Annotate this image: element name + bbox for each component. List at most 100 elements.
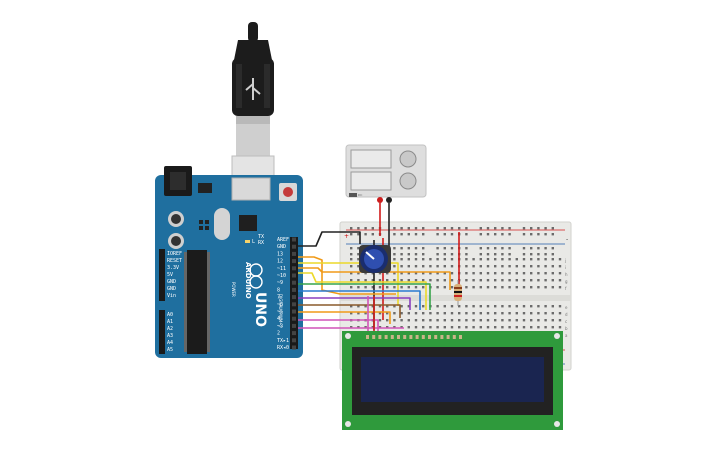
breadboard-hole[interactable] bbox=[558, 258, 562, 261]
digital-pin[interactable] bbox=[292, 266, 296, 271]
breadboard-hole[interactable] bbox=[486, 258, 490, 261]
breadboard-hole[interactable] bbox=[537, 265, 540, 268]
breadboard-hole[interactable] bbox=[443, 227, 446, 230]
breadboard-hole[interactable] bbox=[458, 305, 461, 308]
breadboard-hole[interactable] bbox=[494, 233, 497, 236]
breadboard-hole[interactable] bbox=[436, 312, 439, 315]
breadboard-hole[interactable] bbox=[465, 286, 468, 289]
breadboard-hole[interactable] bbox=[414, 305, 418, 308]
breadboard-hole[interactable] bbox=[429, 326, 432, 329]
breadboard-hole[interactable] bbox=[494, 247, 497, 250]
breadboard-hole[interactable] bbox=[465, 272, 468, 275]
breadboard-hole[interactable] bbox=[443, 265, 446, 268]
lcd-pin[interactable] bbox=[440, 335, 444, 339]
breadboard-hole[interactable] bbox=[465, 305, 468, 308]
breadboard-hole[interactable] bbox=[371, 279, 374, 282]
breadboard-hole[interactable] bbox=[436, 258, 439, 261]
breadboard-hole[interactable] bbox=[414, 233, 418, 236]
breadboard-hole[interactable] bbox=[436, 326, 439, 329]
breadboard-hole[interactable] bbox=[436, 247, 439, 250]
breadboard-hole[interactable] bbox=[364, 227, 367, 230]
breadboard-hole[interactable] bbox=[429, 265, 432, 268]
breadboard-hole[interactable] bbox=[443, 279, 446, 282]
breadboard-hole[interactable] bbox=[450, 286, 454, 289]
breadboard-hole[interactable] bbox=[378, 312, 382, 315]
breadboard-hole[interactable] bbox=[551, 227, 554, 230]
breadboard-hole[interactable] bbox=[551, 279, 554, 282]
breadboard-hole[interactable] bbox=[522, 319, 526, 322]
breadboard-hole[interactable] bbox=[551, 247, 554, 250]
breadboard-hole[interactable] bbox=[465, 265, 468, 268]
breadboard-hole[interactable] bbox=[486, 247, 490, 250]
breadboard-hole[interactable] bbox=[350, 279, 353, 282]
breadboard-hole[interactable] bbox=[443, 253, 446, 256]
breadboard-hole[interactable] bbox=[450, 247, 454, 250]
breadboard-hole[interactable] bbox=[544, 233, 547, 236]
breadboard-hole[interactable] bbox=[508, 253, 511, 256]
breadboard-hole[interactable] bbox=[407, 258, 410, 261]
breadboard-hole[interactable] bbox=[465, 312, 468, 315]
breadboard-hole[interactable] bbox=[515, 272, 518, 275]
breadboard-hole[interactable] bbox=[508, 227, 511, 230]
breadboard-hole[interactable] bbox=[371, 286, 374, 289]
breadboard-hole[interactable] bbox=[544, 312, 547, 315]
breadboard-hole[interactable] bbox=[486, 286, 490, 289]
breadboard-hole[interactable] bbox=[350, 227, 353, 230]
breadboard-hole[interactable] bbox=[522, 258, 526, 261]
breadboard-hole[interactable] bbox=[400, 258, 403, 261]
breadboard-hole[interactable] bbox=[386, 286, 389, 289]
breadboard-hole[interactable] bbox=[350, 233, 353, 236]
breadboard-hole[interactable] bbox=[515, 279, 518, 282]
lcd-pin[interactable] bbox=[384, 335, 388, 339]
lcd-pin[interactable] bbox=[403, 335, 407, 339]
breadboard-hole[interactable] bbox=[429, 258, 432, 261]
breadboard-hole[interactable] bbox=[350, 265, 353, 268]
breadboard-hole[interactable] bbox=[551, 272, 554, 275]
breadboard-hole[interactable] bbox=[378, 272, 382, 275]
breadboard-hole[interactable] bbox=[357, 279, 360, 282]
breadboard-hole[interactable] bbox=[422, 253, 425, 256]
breadboard-hole[interactable] bbox=[386, 319, 389, 322]
breadboard-hole[interactable] bbox=[486, 326, 490, 329]
digital-pin[interactable] bbox=[292, 295, 296, 300]
breadboard-hole[interactable] bbox=[350, 247, 353, 250]
breadboard-hole[interactable] bbox=[371, 227, 374, 230]
breadboard-hole[interactable] bbox=[494, 272, 497, 275]
breadboard-hole[interactable] bbox=[558, 319, 562, 322]
breadboard-hole[interactable] bbox=[551, 319, 554, 322]
breadboard-hole[interactable] bbox=[414, 312, 418, 315]
breadboard-hole[interactable] bbox=[450, 265, 454, 268]
breadboard-hole[interactable] bbox=[515, 286, 518, 289]
breadboard-hole[interactable] bbox=[414, 319, 418, 322]
breadboard-hole[interactable] bbox=[551, 258, 554, 261]
digital-pin[interactable] bbox=[292, 338, 296, 343]
breadboard-hole[interactable] bbox=[558, 326, 562, 329]
breadboard-hole[interactable] bbox=[486, 312, 490, 315]
breadboard-hole[interactable] bbox=[472, 265, 475, 268]
breadboard-hole[interactable] bbox=[522, 312, 526, 315]
digital-pin[interactable] bbox=[292, 287, 296, 292]
breadboard-hole[interactable] bbox=[558, 272, 562, 275]
breadboard-hole[interactable] bbox=[443, 272, 446, 275]
breadboard-hole[interactable] bbox=[414, 326, 418, 329]
breadboard-hole[interactable] bbox=[378, 286, 382, 289]
breadboard-hole[interactable] bbox=[400, 247, 403, 250]
breadboard-hole[interactable] bbox=[393, 227, 396, 230]
breadboard-hole[interactable] bbox=[508, 258, 511, 261]
breadboard-hole[interactable] bbox=[407, 253, 410, 256]
breadboard-hole[interactable] bbox=[443, 247, 446, 250]
digital-pin[interactable] bbox=[292, 280, 296, 285]
breadboard-hole[interactable] bbox=[378, 319, 382, 322]
breadboard-hole[interactable] bbox=[551, 305, 554, 308]
breadboard-hole[interactable] bbox=[501, 227, 504, 230]
breadboard-hole[interactable] bbox=[515, 312, 518, 315]
digital-pin[interactable] bbox=[292, 259, 296, 264]
breadboard-hole[interactable] bbox=[422, 279, 425, 282]
breadboard-hole[interactable] bbox=[422, 247, 425, 250]
breadboard-hole[interactable] bbox=[522, 326, 526, 329]
breadboard-hole[interactable] bbox=[494, 319, 497, 322]
breadboard-hole[interactable] bbox=[393, 247, 396, 250]
breadboard-hole[interactable] bbox=[537, 233, 540, 236]
breadboard-hole[interactable] bbox=[407, 233, 410, 236]
breadboard-hole[interactable] bbox=[458, 326, 461, 329]
